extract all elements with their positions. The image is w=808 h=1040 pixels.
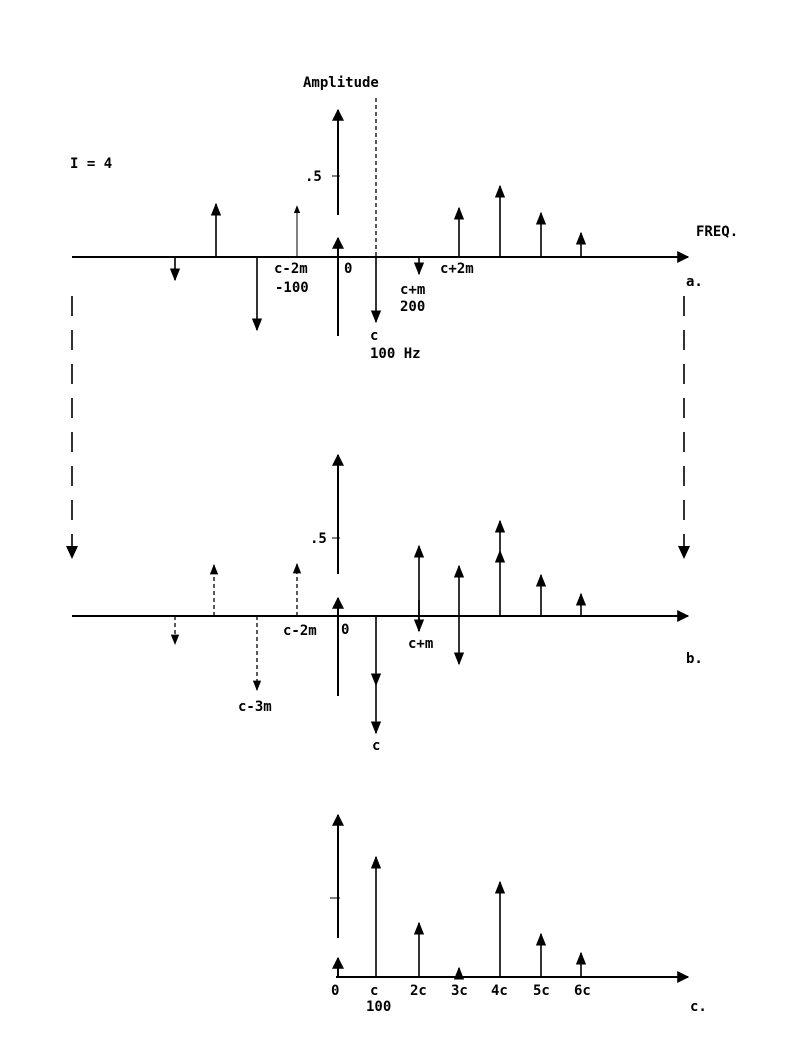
panel-c-label-4c: 4c [491, 983, 508, 999]
modulation-index-label: I = 4 [70, 156, 112, 172]
panel-c-label-6c: 6c [574, 983, 591, 999]
left-fold-arrow-icon [66, 546, 78, 559]
panel-b-label: b. [686, 651, 703, 667]
freq-axis-label: FREQ. [696, 224, 738, 240]
panel-a-label-minus-100: -100 [275, 280, 309, 296]
panel-b-label-c: c [372, 738, 380, 754]
panel-b-label-zero: 0 [341, 622, 349, 638]
panel-b-label-c-minus-2m: c-2m [283, 623, 317, 639]
panel-a-label-zero: 0 [344, 261, 352, 277]
panel-b-tick-label: .5 [310, 531, 327, 547]
panel-c-label-c: c [370, 983, 378, 999]
panel-c-label-zero: 0 [331, 983, 339, 999]
panel-c-label-2c: 2c [410, 983, 427, 999]
amplitude-label: Amplitude [303, 75, 379, 91]
panel-a: FREQ. a. .5 c-2m 0 c+2m -100 c+m 200 c 1… [72, 98, 738, 362]
panel-a-label-200: 200 [400, 299, 425, 315]
right-fold-arrow-icon [678, 546, 690, 559]
panel-c-label-3c: 3c [451, 983, 468, 999]
panel-a-label-100-hz: 100 Hz [370, 346, 421, 362]
panel-b-label-c-minus-3m: c-3m [238, 699, 272, 715]
panel-b-label-c-plus-m: c+m [408, 636, 433, 652]
panel-c-label: c. [690, 999, 707, 1015]
panel-a-label-c: c [370, 328, 378, 344]
panel-a-label: a. [686, 274, 703, 290]
panel-a-tick-label: .5 [305, 169, 322, 185]
panel-c-label-100: 100 [366, 999, 391, 1015]
panel-b: b. .5 c-2m 0 c+m c-3m c [72, 453, 703, 754]
panel-a-label-c-minus-2m: c-2m [274, 261, 308, 277]
panel-c: c. 0 c 2c 3c 4c 5c 6c 100 [330, 813, 707, 1015]
panel-c-label-5c: 5c [533, 983, 550, 999]
panel-a-label-c-plus-2m: c+2m [440, 261, 474, 277]
panel-a-label-c-plus-m: c+m [400, 282, 425, 298]
